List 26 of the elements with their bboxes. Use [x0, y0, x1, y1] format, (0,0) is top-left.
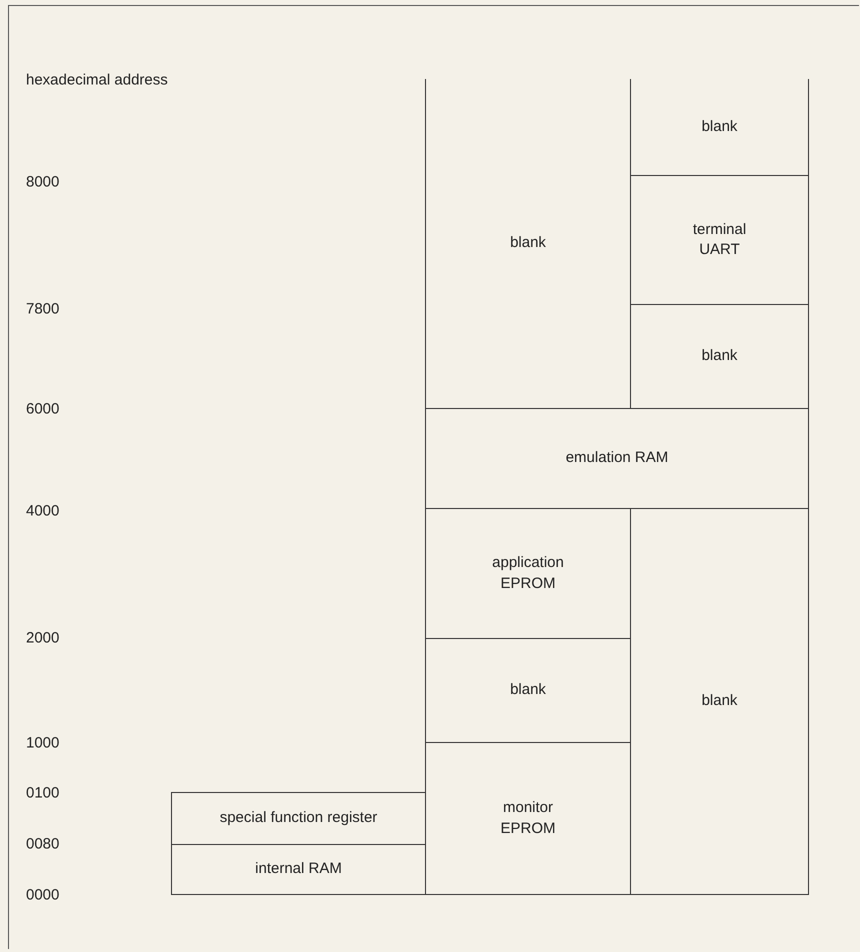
- region-label: terminal UART: [692, 220, 748, 260]
- address-label: 1000: [26, 734, 60, 752]
- address-label: 8000: [26, 174, 60, 190]
- region-label: internal RAM: [255, 859, 342, 880]
- region-label: blank: [702, 116, 738, 137]
- region-label: special function register: [220, 808, 378, 828]
- address-label: 0000: [26, 886, 60, 904]
- region-label: blank: [702, 691, 738, 712]
- region-label: blank: [702, 346, 738, 366]
- address-label: 0080: [26, 836, 60, 852]
- address-label: 7800: [26, 300, 60, 318]
- region-label: application EPROM: [491, 553, 565, 594]
- axis-title: hexadecimal address: [26, 72, 168, 88]
- address-label: 0100: [26, 784, 60, 802]
- memory-region: [425, 742, 631, 895]
- memory-region: [630, 508, 809, 895]
- region-label: emulation RAM: [566, 448, 668, 468]
- memory-region: [425, 408, 809, 509]
- region-label: blank: [510, 680, 546, 700]
- address-label: 2000: [26, 630, 60, 646]
- region-label: blank: [510, 233, 546, 254]
- address-label: 4000: [26, 502, 60, 520]
- region-label: monitor EPROM: [499, 798, 556, 838]
- memory-region: [171, 844, 426, 895]
- address-label: 6000: [26, 400, 60, 418]
- memory-region: [171, 792, 426, 845]
